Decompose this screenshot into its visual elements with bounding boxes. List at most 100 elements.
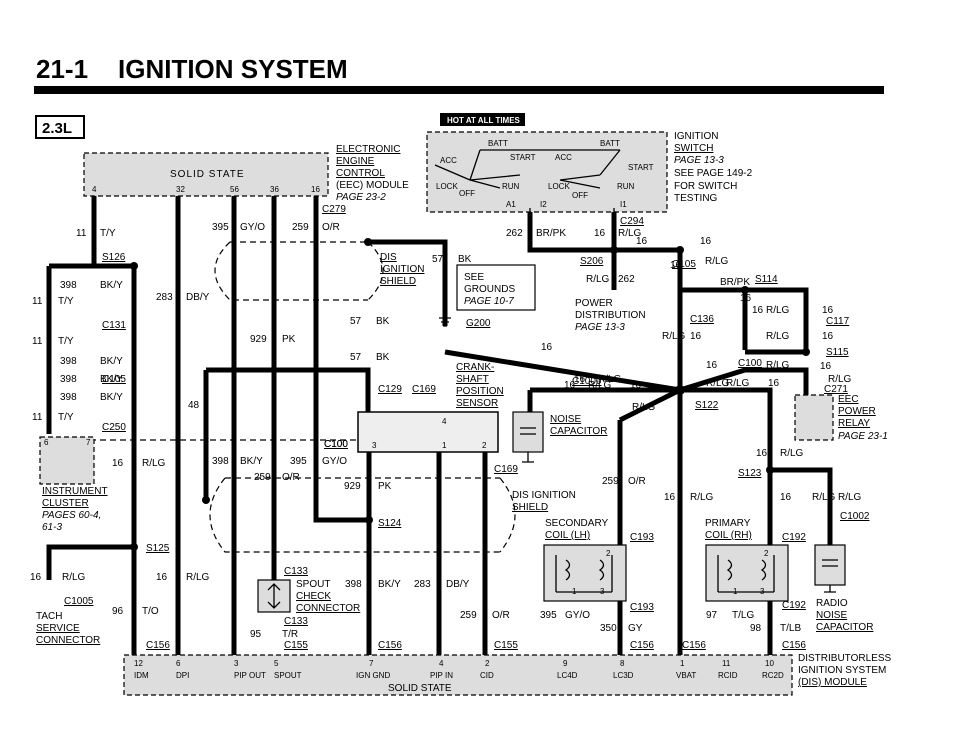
- wire-label: R/LG: [632, 402, 656, 413]
- svg-text:TACH: TACH: [36, 611, 62, 622]
- svg-text:1: 1: [572, 587, 577, 596]
- wire-label: BK/Y: [100, 280, 123, 291]
- noise-capacitor-symbol: [520, 427, 536, 463]
- connector-c155: C155: [494, 640, 518, 651]
- wire-label: 395: [290, 456, 307, 467]
- connector-c133: C133: [284, 616, 308, 627]
- wire-label: R/LG: [618, 228, 642, 239]
- svg-text:5: 5: [274, 659, 279, 668]
- wire-label: 398: [345, 579, 362, 590]
- eec-solid-state-label: SOLID STATE: [170, 169, 245, 180]
- wire-label: 11: [32, 296, 43, 307]
- svg-text:INSTRUMENT: INSTRUMENT: [42, 486, 108, 497]
- svg-text:ENGINE: ENGINE: [336, 156, 375, 167]
- connector-c133: C133: [284, 566, 308, 577]
- wire-label: 16: [700, 236, 712, 247]
- svg-text:7: 7: [86, 438, 91, 447]
- svg-text:POWER: POWER: [838, 406, 876, 417]
- svg-text:3: 3: [600, 587, 605, 596]
- wire-label: 16: [706, 360, 718, 371]
- wire-label: 95: [250, 629, 262, 640]
- wire-label: 395: [540, 610, 557, 621]
- svg-text:PAGE 13-3: PAGE 13-3: [674, 155, 724, 166]
- wire-label: R/LG: [766, 360, 790, 371]
- secondary-coil-label: SECONDARY COIL (LH): [545, 518, 608, 541]
- wire-label: 16: [664, 492, 676, 503]
- wire-label: 259: [254, 472, 271, 483]
- wire-label: O/R: [282, 472, 300, 483]
- svg-text:LC4D: LC4D: [557, 671, 578, 680]
- svg-text:DISTRIBUTORLESS: DISTRIBUTORLESS: [798, 653, 891, 664]
- crankshaft-sensor-pins: 4 3 1 2: [372, 417, 487, 450]
- wire-label: BK: [376, 352, 390, 363]
- connector-s125: S125: [146, 543, 170, 554]
- svg-text:I1: I1: [620, 200, 627, 209]
- svg-text:A1: A1: [506, 200, 516, 209]
- svg-text:16: 16: [311, 185, 320, 194]
- wire-label: 929: [344, 481, 361, 492]
- dis-module-box: [123, 654, 793, 696]
- wire-label: 16: [630, 380, 642, 391]
- wire-label: GY/O: [240, 222, 265, 233]
- dis-shield-bottom-label: DIS IGNITION SHIELD: [512, 490, 576, 513]
- wire-label: 16: [740, 293, 752, 304]
- svg-text:SPOUT: SPOUT: [296, 579, 330, 590]
- connector-c193: C193: [630, 532, 654, 543]
- svg-text:56: 56: [230, 185, 239, 194]
- svg-text:SHIELD: SHIELD: [380, 276, 416, 287]
- tach-connector-label: TACH SERVICE CONNECTOR: [36, 611, 100, 646]
- wire-label: 350: [600, 623, 617, 634]
- wire-label: O/R: [492, 610, 510, 621]
- eec-power-relay-box: [794, 394, 834, 441]
- svg-text:ACC: ACC: [440, 156, 457, 165]
- svg-text:BATT: BATT: [488, 139, 508, 148]
- svg-text:3: 3: [372, 441, 377, 450]
- wire-label: R/LG: [588, 380, 612, 391]
- svg-text:RELAY: RELAY: [838, 418, 870, 429]
- hot-at-all-times-label: HOT AT ALL TIMES: [447, 116, 521, 125]
- wire-label: T/R: [282, 629, 298, 640]
- wire-label: R/LG: [838, 492, 862, 503]
- wire-label: 16: [636, 236, 648, 247]
- connector-c279: C279: [322, 204, 346, 215]
- svg-text:PIP OUT: PIP OUT: [234, 671, 266, 680]
- wire-label: DB/Y: [186, 292, 210, 303]
- svg-text:SEE: SEE: [464, 272, 484, 283]
- wire-label: BK/Y: [378, 579, 401, 590]
- wire-label: 16: [670, 260, 682, 271]
- svg-text:IGN GND: IGN GND: [356, 671, 390, 680]
- svg-text:CID: CID: [480, 671, 494, 680]
- wire-label: 398: [60, 280, 77, 291]
- wire-label: 57: [350, 352, 362, 363]
- svg-text:CAPACITOR: CAPACITOR: [816, 622, 873, 633]
- wire-label: BK/Y: [100, 356, 123, 367]
- connector-c100: C100: [738, 358, 762, 369]
- connector-c294: C294: [620, 216, 644, 227]
- wire-label: T/Y: [100, 228, 116, 239]
- svg-text:CONNECTOR: CONNECTOR: [36, 635, 100, 646]
- svg-text:3: 3: [760, 587, 765, 596]
- wire-label: 11: [32, 336, 43, 347]
- svg-text:PAGES 60-4,: PAGES 60-4,: [42, 510, 101, 521]
- wire-label: 398: [60, 374, 77, 385]
- svg-text:SHAFT: SHAFT: [456, 374, 489, 385]
- svg-text:(DIS) MODULE: (DIS) MODULE: [798, 677, 867, 688]
- ignition-switch-box: [426, 131, 668, 213]
- wire-label: 398: [60, 392, 77, 403]
- wire-label: R/LG: [62, 572, 86, 583]
- svg-text:I2: I2: [540, 200, 547, 209]
- hot-at-all-times-banner: [440, 113, 525, 126]
- wire-label: 16: [768, 378, 780, 389]
- wire-label: 96: [112, 606, 124, 617]
- svg-text:PAGE 13-3: PAGE 13-3: [575, 322, 625, 333]
- svg-text:RUN: RUN: [502, 182, 520, 191]
- see-grounds-label: SEE GROUNDS PAGE 10-7: [464, 272, 515, 307]
- wire-label: 57: [432, 254, 444, 265]
- wire-label: 16: [820, 361, 832, 372]
- wire-label: PK: [282, 334, 296, 345]
- wire-label: 16: [112, 458, 124, 469]
- svg-text:61-3: 61-3: [42, 522, 62, 533]
- wire-label: 398: [212, 456, 229, 467]
- svg-text:CAPACITOR: CAPACITOR: [550, 426, 607, 437]
- ground-g200-icon: [439, 317, 451, 327]
